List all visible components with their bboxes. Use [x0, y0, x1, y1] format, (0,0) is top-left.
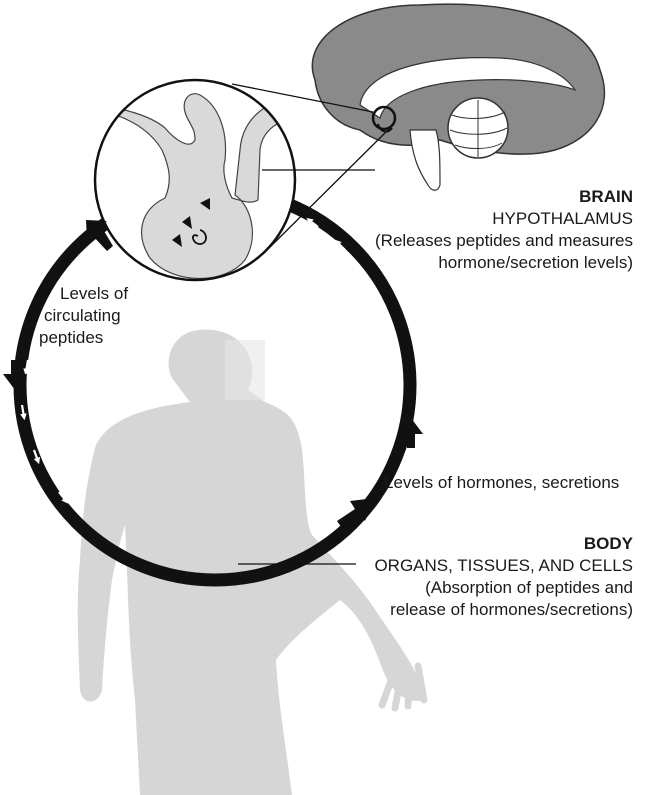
body-subtitle: ORGANS, TISSUES, AND CELLS: [374, 555, 633, 576]
ring-arrows-right: [309, 220, 393, 495]
body-description-line2: release of hormones/secretions): [390, 599, 633, 620]
circulating-peptides-line3: peptides: [39, 327, 103, 348]
body-title: BODY: [584, 533, 633, 554]
neck-highlight: [225, 340, 265, 400]
brain-title: BRAIN: [579, 186, 633, 207]
hypothalamus-label: HYPOTHALAMUS: [492, 208, 633, 229]
circulating-peptides-line1: Levels of: [60, 283, 128, 304]
circulating-peptides-line2: circulating: [44, 305, 121, 326]
brain-description-line2: hormone/secretion levels): [438, 252, 633, 273]
body-description-line1: (Absorption of peptides and: [425, 577, 633, 598]
hormone-levels-label: Levels of hormones, secretions: [384, 472, 619, 493]
zoom-lens: [95, 80, 300, 280]
brain-description-line1: (Releases peptides and measures: [375, 230, 633, 251]
brainstem: [410, 130, 440, 190]
